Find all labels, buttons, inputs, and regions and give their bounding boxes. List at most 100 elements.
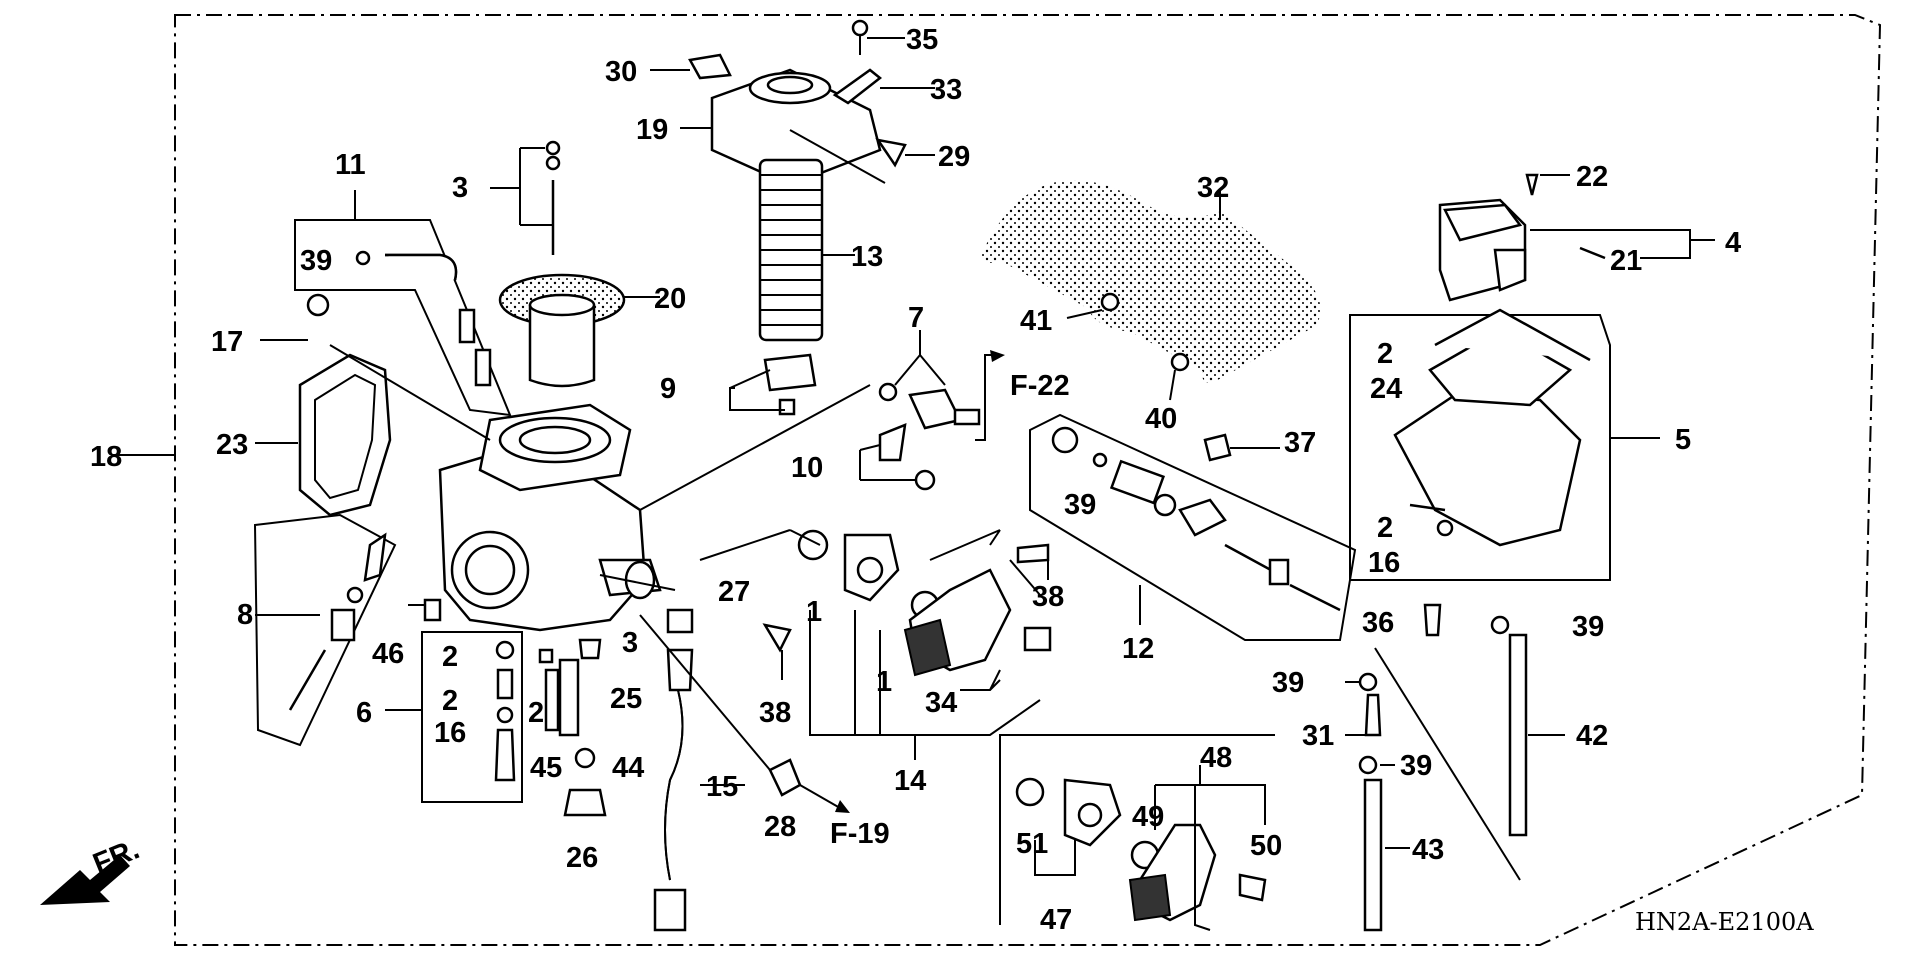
callout-1: 1 (876, 666, 892, 698)
part-27-sensor (666, 608, 694, 634)
diagram-code: HN2A-E2100A (1635, 908, 1814, 936)
callout-16: 16 (434, 717, 466, 749)
callout-2: 2 (442, 641, 458, 673)
callout-20: 20 (654, 283, 686, 315)
bracket-12 (1029, 413, 1357, 641)
part-31-joint (1364, 693, 1382, 737)
callout-39: 39 (1400, 750, 1432, 782)
part-44-washer (574, 747, 596, 769)
part-5-float-chamber (1393, 308, 1591, 547)
ref-f19: F-19 (830, 818, 890, 850)
part-22-valve (1525, 173, 1539, 196)
part-17-screw (306, 293, 330, 317)
callout-9: 9 (660, 373, 676, 405)
callout-14: 14 (894, 765, 926, 797)
front-label: FR. (89, 833, 144, 880)
callout-51: 51 (1016, 828, 1048, 860)
part-26-jet (563, 788, 607, 817)
bracket-6 (421, 631, 523, 803)
callout-23: 23 (216, 429, 248, 461)
bracket-11 (294, 219, 512, 417)
callout-46: 46 (372, 638, 404, 670)
callout-2: 2 (442, 685, 458, 717)
ref-f22: F-22 (1010, 370, 1070, 402)
callout-31: 31 (1302, 720, 1334, 752)
callout-33: 33 (930, 74, 962, 106)
part-36-screw (1423, 603, 1442, 637)
callout-37: 37 (1284, 427, 1316, 459)
callout-8: 8 (237, 599, 253, 631)
callout-29: 29 (938, 141, 970, 173)
callout-2: 2 (1377, 338, 1393, 370)
callout-22: 22 (1576, 161, 1608, 193)
part-7-fitting (908, 388, 962, 430)
callout-44: 44 (612, 752, 644, 784)
callout-11: 11 (335, 149, 366, 181)
callout-16: 16 (1368, 547, 1400, 579)
part-10-clamp (878, 423, 907, 462)
callout-13: 13 (851, 241, 883, 273)
callout-25: 25 (610, 683, 642, 715)
part-48-throttle-sensor (1128, 823, 1267, 922)
callout-4: 4 (1725, 227, 1741, 259)
callout-labels: 18 17 23 8 6 46 2 2 16 11 39 3 20 30 19 … (90, 24, 1741, 936)
callout-42: 42 (1576, 720, 1608, 752)
part-42-tube (1508, 633, 1528, 837)
callout-35: 35 (906, 24, 938, 56)
callout-24: 24 (1370, 373, 1402, 405)
callout-30: 30 (605, 56, 637, 88)
callout-34: 34 (925, 687, 957, 719)
part-38-screw (762, 623, 792, 653)
callout-28: 28 (764, 811, 796, 843)
callout-48: 48 (1200, 742, 1232, 774)
part-43-tube (1363, 778, 1383, 932)
part-23-cover (298, 353, 392, 517)
part-4-float (1438, 198, 1527, 302)
front-arrow-icon (40, 855, 130, 905)
part-20-vacuum-piston (498, 273, 626, 388)
part-12-cap (1051, 426, 1079, 454)
callout-3: 3 (622, 627, 638, 659)
callout-43: 43 (1412, 834, 1444, 866)
callout-18: 18 (90, 441, 122, 473)
callout-2: 2 (1377, 512, 1393, 544)
part-33-bracket (832, 68, 883, 105)
callout-21: 21 (1610, 245, 1642, 277)
part-9-needle-holder (763, 353, 817, 392)
callout-7: 7 (908, 302, 924, 334)
part-32-vent-hose (982, 180, 1321, 383)
part-28-fitting (768, 758, 802, 797)
callout-40: 40 (1145, 403, 1177, 435)
callout-10: 10 (791, 452, 823, 484)
part-14-throttle-position-sensor (797, 529, 1012, 677)
bracket-47-51 (999, 734, 1275, 925)
part-30-clamp (688, 53, 732, 80)
part-25-screw (558, 658, 580, 737)
callout-41: 41 (1020, 305, 1052, 337)
part-16-screw (1409, 503, 1446, 512)
part-15-connector (653, 888, 687, 932)
callout-6: 6 (356, 697, 372, 729)
part-40-clip (1170, 352, 1190, 372)
callout-39: 39 (1572, 611, 1604, 643)
callout-50: 50 (1250, 830, 1282, 862)
part-37-screw (1203, 433, 1232, 462)
bracket-5 (1349, 314, 1611, 581)
callout-19: 19 (636, 114, 668, 146)
callout-39: 39 (1064, 489, 1096, 521)
callout-39: 39 (1272, 667, 1304, 699)
callout-45: 45 (530, 752, 562, 784)
part-35-screw (851, 19, 869, 37)
callout-2: 2 (528, 697, 544, 729)
bracket-8 (253, 513, 397, 747)
callout-39: 39 (300, 245, 332, 277)
callout-27: 27 (718, 576, 750, 608)
part-47-throttle-sensor (1015, 777, 1122, 847)
part-45-pilot-jet (544, 668, 560, 732)
assembly-boundary (174, 14, 1882, 946)
callout-3: 3 (452, 172, 468, 204)
callout-12: 12 (1122, 633, 1154, 665)
callout-49: 49 (1132, 801, 1164, 833)
callout-1: 1 (806, 596, 822, 628)
